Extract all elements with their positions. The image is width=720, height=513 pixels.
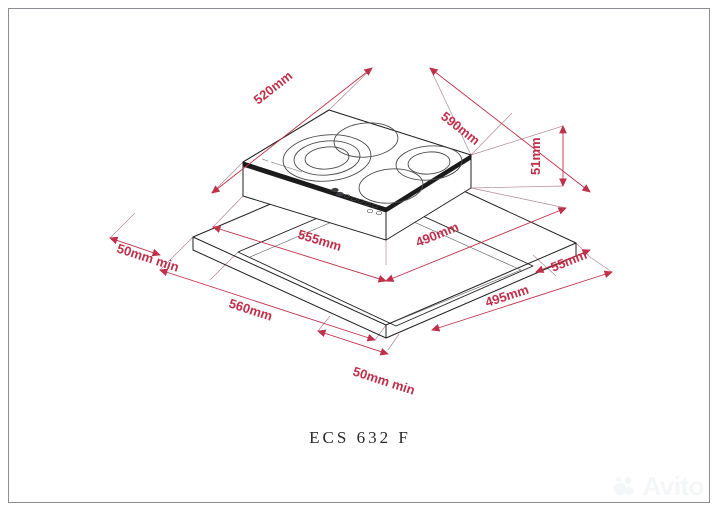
- dimension-490mm: 490mm: [414, 219, 461, 250]
- dimline-50mm-min-front: [317, 329, 389, 356]
- dimension-50mm-min-front: 50mm min: [351, 364, 417, 398]
- dimline-50mm-min-left: [109, 236, 161, 257]
- page-title: ECS 632 F: [309, 428, 411, 447]
- dimension-590mm: 590mm: [438, 109, 483, 148]
- dimension-50mm-min-left: 50mm min: [115, 241, 181, 275]
- watermark: Avito: [613, 473, 704, 499]
- watermark-text: Avito: [642, 471, 704, 501]
- dimline-55mm: [535, 249, 591, 273]
- dimension-555mm: 555mm: [296, 227, 343, 254]
- dimension-lines: [109, 67, 613, 356]
- hob-body: [242, 109, 472, 241]
- dimline-490mm: [385, 207, 567, 282]
- dimension-51mm: 51mm: [528, 137, 543, 175]
- dimension-55mm: 55mm: [549, 247, 589, 275]
- dimline-495mm: [431, 270, 613, 332]
- dimline-560mm: [159, 268, 376, 342]
- dimension-520mm: 520mm: [251, 68, 296, 107]
- dimline-520mm: [211, 67, 373, 194]
- avito-dots-icon: [614, 476, 634, 496]
